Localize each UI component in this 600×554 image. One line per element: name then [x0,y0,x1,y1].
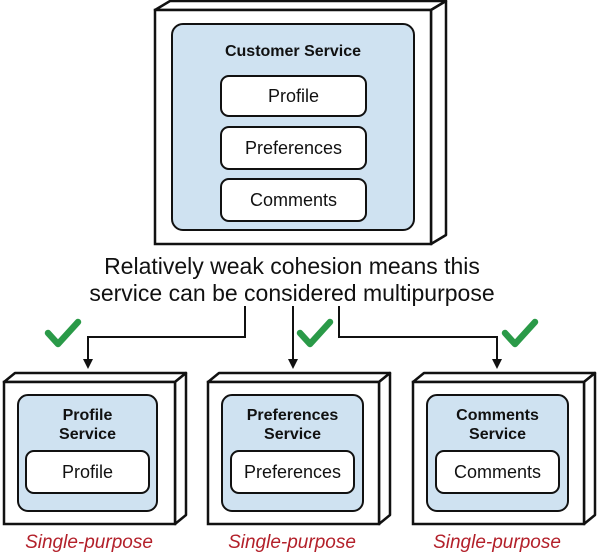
node-side-face [582,371,597,526]
preferences-component-box [220,126,367,170]
service-title-line-2: Service [59,426,116,443]
component-label: Comments [454,462,541,482]
checkmark-icon [44,318,82,348]
comments-service-node: Comments Service Comments [411,371,597,526]
checkmark-icon [501,318,539,348]
comments-component-box [220,178,367,222]
comments-component-label: Comments [250,190,337,210]
caption-line-2: service can be considered multipurpose [89,280,494,306]
service-title-line-2: Service [264,426,321,443]
component-label: Profile [62,462,113,482]
arrow-down-icon [338,306,502,369]
preferences-component-label: Preferences [245,138,342,158]
node-top-face [411,371,597,384]
component-box [435,450,560,494]
profile-component-box [220,75,367,117]
node-side-face [173,371,188,526]
customer-service-node: Customer Service Profile Preferences Com… [153,0,448,246]
arrow-down-icon [83,306,246,369]
node-top-face [153,0,448,12]
single-purpose-label: Single-purpose [433,532,561,553]
service-title-line-2: Service [469,426,526,443]
node-side-face [429,0,448,246]
node-top-face [206,371,392,384]
node-top-face [2,371,188,384]
profile-service-node: Profile Service Profile [2,371,188,526]
single-purpose-label: Single-purpose [25,532,153,553]
component-label: Preferences [244,462,341,482]
single-purpose-label: Single-purpose [228,532,356,553]
preferences-service-node: Preferences Service Preferences [206,371,392,526]
component-box [25,450,150,494]
component-box [230,450,355,494]
profile-component-label: Profile [268,86,319,106]
customer-service-title: Customer Service [225,43,361,60]
service-title-line-1: Profile [63,407,113,424]
service-title-line-1: Comments [456,407,539,424]
checkmark-icon [296,318,334,348]
node-side-face [377,371,392,526]
service-title-line-1: Preferences [247,407,339,424]
caption-line-1: Relatively weak cohesion means this [104,253,480,279]
